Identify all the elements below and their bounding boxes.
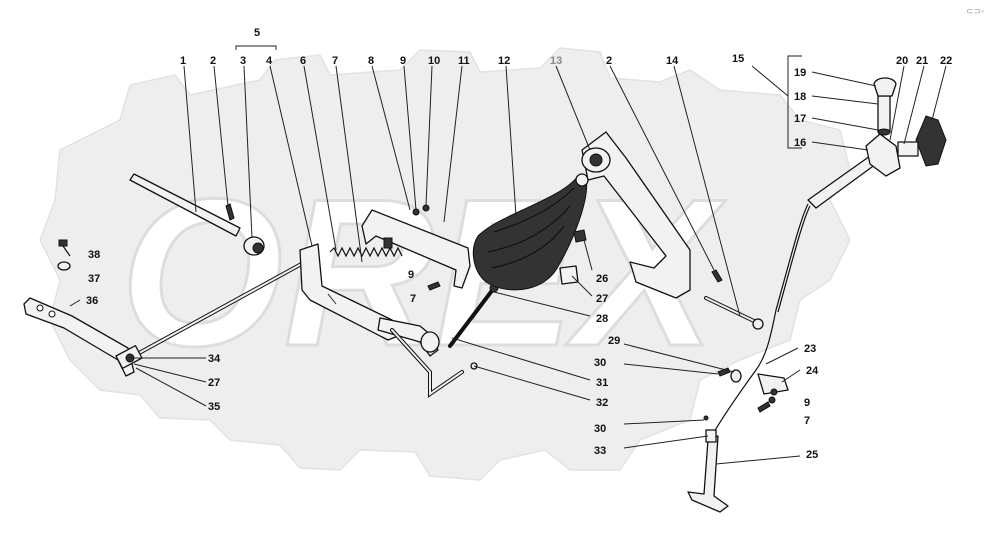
callout-29: 29 [608, 335, 620, 347]
callout-22: 22 [940, 55, 952, 67]
part-38-bolt [58, 239, 71, 257]
callout-7-right: 7 [804, 415, 810, 427]
callout-15: 15 [732, 53, 744, 65]
callout-3: 3 [240, 55, 246, 67]
part-12-rubber-boot [472, 173, 589, 291]
callout-4: 4 [266, 55, 273, 67]
part-14-pin [704, 296, 764, 330]
left-assembly [23, 173, 499, 398]
callout-11: 11 [458, 55, 470, 67]
callout-28: 28 [596, 313, 608, 325]
watermark-text: OREX [120, 155, 726, 390]
callout-34: 34 [208, 353, 221, 365]
part-17-washer [877, 128, 891, 136]
part-body [865, 133, 901, 177]
callout-6: 6 [300, 55, 306, 67]
callout-23: 23 [804, 343, 816, 355]
shift-handle-assembly [713, 77, 947, 433]
part-21-nut [897, 141, 919, 157]
callout-5: 5 [254, 27, 260, 39]
callout-32: 32 [596, 397, 608, 409]
part-24-bracket [757, 373, 789, 396]
callout-14: 14 [666, 55, 679, 67]
callout-25: 25 [806, 449, 818, 461]
part-25-pedal-lever [687, 429, 729, 513]
callout-2-right: 2 [606, 55, 612, 67]
callout-13: 13 [550, 55, 562, 67]
part-7-bolt [427, 281, 441, 291]
callout-21: 21 [916, 55, 928, 67]
callout-38: 38 [88, 249, 100, 261]
callout-8: 8 [368, 55, 374, 67]
callout-35: 35 [208, 401, 220, 413]
callout-27-mid: 27 [596, 293, 608, 305]
part-30-pin-lower [703, 415, 709, 421]
corner-mark: ⊂⊃◦ [966, 6, 984, 16]
callout-37: 37 [88, 273, 100, 285]
part-9-washer-right [768, 396, 776, 404]
part-2-pin [225, 203, 235, 221]
callout-10: 10 [428, 55, 440, 67]
callout-19: 19 [794, 67, 806, 79]
part-2-pin-right [711, 269, 723, 283]
part-22-t-handle [915, 115, 947, 167]
callout-2: 2 [210, 55, 216, 67]
part-27-bracket [559, 265, 579, 285]
part-28-link [448, 286, 496, 348]
part-1-lever-strip [129, 173, 241, 237]
callout-36: 36 [86, 295, 98, 307]
callout-labels: 1 2 3 4 5 6 7 8 9 10 11 12 13 2 14 15 19… [86, 6, 984, 461]
callout-30: 30 [594, 357, 606, 369]
callout-24: 24 [806, 365, 819, 377]
part-37-washer [57, 261, 71, 271]
leader-lines [69, 45, 947, 465]
callout-1: 1 [180, 55, 186, 67]
part-29-clip [730, 369, 742, 383]
callout-31: 31 [596, 377, 608, 389]
callout-7-mid: 7 [410, 293, 416, 305]
cable [713, 203, 809, 433]
part-19-knob [873, 77, 897, 97]
callout-16: 16 [794, 137, 806, 149]
callout-33: 33 [594, 445, 606, 457]
part-13-lever-housing [581, 131, 691, 299]
part-26-bolt [573, 229, 587, 243]
callout-30-lower: 30 [594, 423, 606, 435]
callout-20: 20 [896, 55, 908, 67]
part-35-clevis [115, 345, 143, 369]
callout-17: 17 [794, 113, 806, 125]
part-36-bracket [23, 297, 135, 377]
part-7-bolt-right [757, 401, 771, 413]
callout-12: 12 [498, 55, 510, 67]
part-27-bushing [420, 331, 440, 353]
part-11-cover-plate [361, 204, 471, 291]
callout-9: 9 [400, 55, 406, 67]
part-3-bushing [243, 236, 265, 256]
callout-7: 7 [332, 55, 338, 67]
part-rod-link [377, 317, 439, 357]
callout-26: 26 [596, 273, 608, 285]
part-18-stem [877, 95, 891, 133]
callout-18: 18 [794, 91, 806, 103]
callout-9-mid: 9 [408, 269, 414, 281]
callout-27-left: 27 [208, 377, 220, 389]
callout-9-right: 9 [804, 397, 810, 409]
